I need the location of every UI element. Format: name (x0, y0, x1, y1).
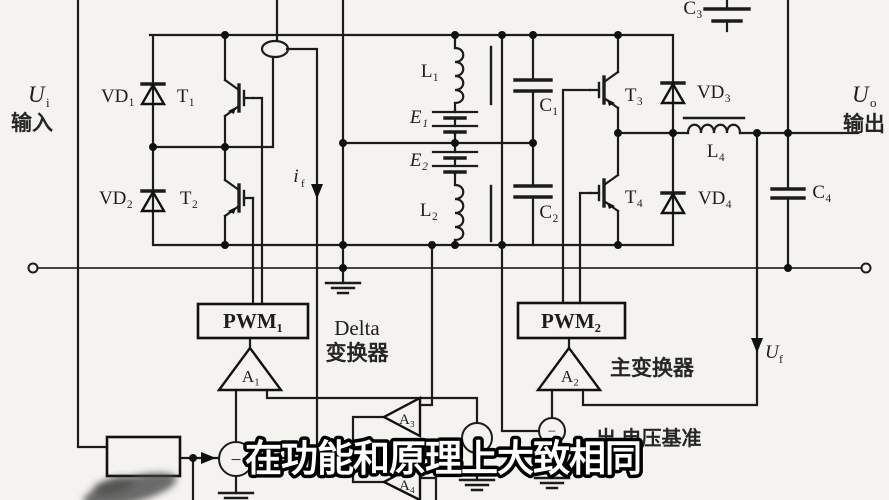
amp-a4-symbol (381, 461, 422, 500)
t2-label: T₂ (180, 188, 198, 209)
main-converter-label: 主变换器 (610, 356, 695, 380)
delta-converter-cn: 变换器 (326, 341, 390, 365)
pwm1-block (196, 302, 310, 340)
amp-a3-symbol (381, 396, 422, 438)
if-sub: f (301, 178, 305, 190)
a3-label: A₃ (399, 412, 415, 428)
io-labels: U i 输入 U o 输出 (11, 82, 885, 136)
pwm2-label: PWM₂ (541, 309, 601, 333)
uf-label: U (765, 342, 780, 363)
transistor-t4-symbol (588, 173, 620, 213)
c2-label: C₂ (539, 202, 558, 223)
if-label: i (293, 166, 298, 187)
input-u-sub: i (46, 95, 50, 110)
control-loop-wires (76, 0, 571, 500)
c3-label: C₃ (683, 0, 702, 19)
uf-sub: f (779, 352, 783, 366)
annotation-labels: Delta 变换器 主变换器 出 电压基准 i f U f (293, 166, 783, 450)
output-cn-label: 输出 (843, 112, 885, 136)
battery-e1-symbol (431, 108, 479, 136)
vd2-label: VD₂ (99, 188, 133, 209)
output-filter-wires (581, 0, 860, 407)
l2-label: L₂ (420, 200, 438, 221)
subtitle-caption: 在功能和原理上大致相同 (245, 438, 641, 479)
transistor-t1-symbol (223, 78, 255, 118)
capacitor-branch-wires (500, 33, 553, 433)
l1-label: L₁ (421, 61, 439, 82)
pwm1-label: PWM₁ (223, 309, 283, 333)
summing-junction-2 (461, 422, 493, 454)
bridge-rails (38, 33, 862, 269)
e1-label: E₁ (409, 107, 428, 128)
watermark-smudge (83, 472, 177, 500)
t1-label: T₁ (177, 86, 195, 107)
summing-junction-1 (218, 441, 254, 477)
right-halfbridge-wires (561, 33, 675, 305)
a1-label: A₁ (242, 367, 260, 386)
delta-converter-en: Delta (334, 316, 380, 340)
amp-a1-symbol (216, 345, 284, 392)
vd4-label: VD₄ (698, 188, 732, 209)
flow-arrows (201, 184, 763, 464)
c1-label: C₁ (539, 95, 558, 116)
battery-e2-symbol (431, 148, 479, 176)
a4-label: A₄ (399, 478, 415, 494)
component-labels: VD₁ T₁ VD₂ T₂ L₁ E₁ E₂ L₂ C₁ C₂ C₃ T₃ VD… (99, 0, 832, 223)
output-u-label: U (852, 82, 870, 107)
l4-label: L₄ (707, 141, 725, 162)
transistor-t3-symbol (588, 70, 620, 110)
summing-junction-3 (538, 417, 566, 445)
resonant-branch-wires (341, 0, 535, 270)
vd3-label: VD₃ (697, 82, 731, 103)
transistor-t2-symbol (223, 178, 255, 218)
input-cn-label: 输入 (11, 111, 53, 135)
output-terminal (860, 262, 872, 274)
t3-label: T₃ (625, 85, 643, 106)
output-u-sub: o (870, 95, 877, 110)
pwm2-block (516, 301, 627, 340)
e2-label: E₂ (409, 150, 429, 171)
input-terminal (27, 262, 39, 274)
junction-dots (149, 31, 792, 462)
sum3-minus: − (548, 424, 556, 440)
feedback-sampler-block (105, 435, 182, 478)
amp-a2-symbol (535, 345, 603, 392)
input-u-label: U (28, 82, 46, 107)
vd1-label: VD₁ (101, 86, 135, 107)
block-labels: PWM₁ PWM₂ A₁ A₂ A₃ A₄ − − (223, 309, 601, 494)
voltage-ref-label: 出 电压基准 (596, 426, 702, 450)
sum1-minus: − (231, 450, 242, 471)
a2-label: A₂ (561, 367, 579, 386)
c4-label: C₄ (812, 182, 831, 203)
t4-label: T₄ (625, 187, 643, 208)
current-sensor-loop (260, 39, 290, 59)
